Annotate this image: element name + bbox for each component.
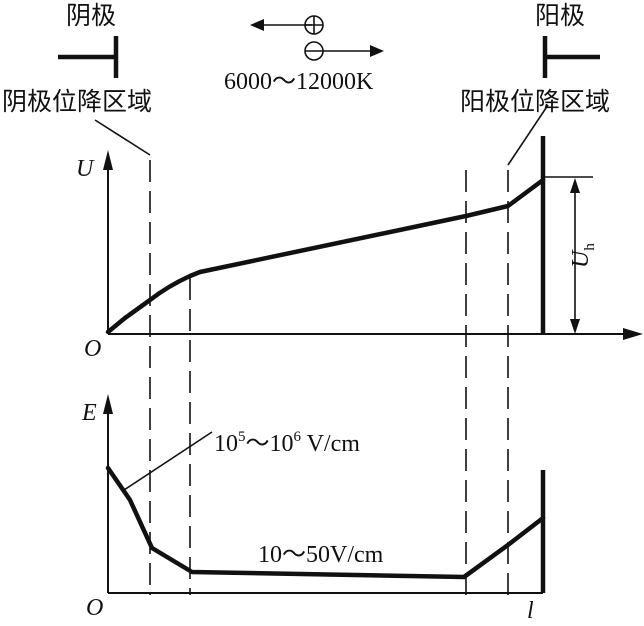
high-field-label: 105～106 V/cm (214, 429, 360, 457)
field-distribution-curve (105, 465, 546, 580)
low-field-label: 10～50V/cm (258, 542, 384, 568)
cathode-electrode-symbol (58, 36, 119, 78)
positive-charge-arrow (250, 15, 324, 35)
negative-charge-arrow (304, 41, 384, 61)
cathode-fall-region-label: 阴极位降区域 (2, 87, 152, 116)
voltage-axis-label: U (76, 156, 95, 182)
anode-label: 阳极 (535, 1, 585, 30)
voltage-distribution-curve (105, 177, 546, 335)
field-y-axis (103, 394, 113, 593)
anode-fall-region-label: 阳极位降区域 (460, 87, 610, 116)
arc-voltage-dimension (543, 176, 593, 334)
anode-region-leader (507, 104, 549, 166)
origin-label-bottom: O (86, 595, 103, 621)
length-axis-label: l (527, 598, 534, 624)
cathode-label: 阴极 (66, 1, 116, 30)
field-axis-label: E (81, 400, 97, 426)
arc-voltage-label: Uh (568, 243, 598, 268)
voltage-x-axis (108, 328, 643, 340)
voltage-y-axis (103, 150, 113, 334)
anode-electrode-symbol (542, 36, 600, 78)
high-field-leader (123, 431, 213, 491)
cathode-region-leader (94, 119, 151, 156)
temperature-label: 6000～12000K (224, 69, 374, 95)
origin-label-top: O (84, 336, 101, 362)
